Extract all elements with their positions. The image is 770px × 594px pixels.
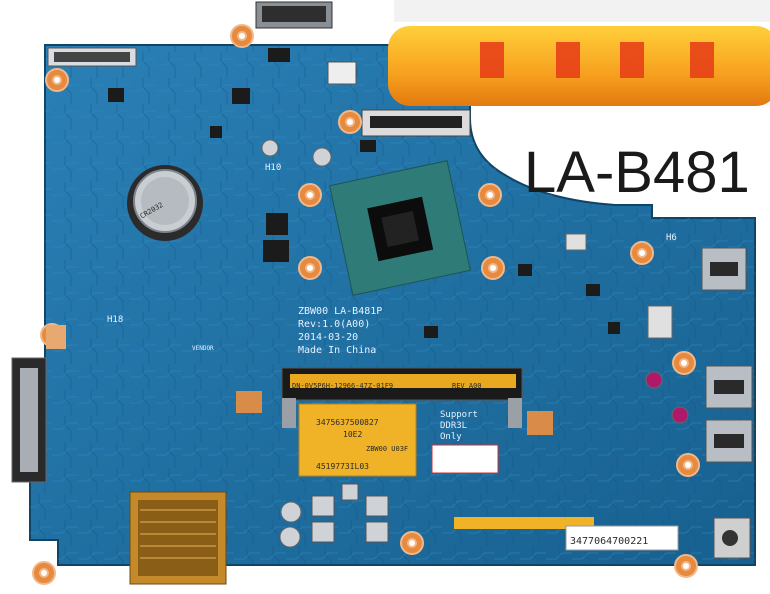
label-h18: H18 bbox=[107, 315, 123, 325]
cmos-battery bbox=[127, 165, 203, 241]
sata-connector bbox=[11, 357, 47, 483]
support-line-1: Support bbox=[440, 410, 478, 420]
board-origin: Made In China bbox=[298, 345, 376, 356]
label-h10: H10 bbox=[265, 163, 281, 173]
cpu-chip bbox=[329, 160, 471, 296]
support-line-3: Only bbox=[440, 432, 462, 442]
support-line-2: DDR3L bbox=[440, 421, 467, 431]
sticker-line-2: 10E2 bbox=[343, 430, 362, 439]
board-model-text: ZBW00 LA-B481P bbox=[298, 306, 382, 317]
barcode-number: 3477064700221 bbox=[570, 536, 648, 547]
sd-card-slot bbox=[129, 491, 227, 585]
mounting-holes bbox=[32, 24, 700, 585]
fan-connector bbox=[327, 61, 357, 85]
sticker-line-3: ZBW00 U03F bbox=[366, 445, 408, 453]
small-connector bbox=[647, 305, 673, 339]
sticker-line-4: 4519773IL03 bbox=[316, 462, 369, 471]
model-label: LA-B481 bbox=[524, 140, 750, 205]
board-date: 2014-03-20 bbox=[298, 332, 358, 343]
promo-banner bbox=[388, 0, 770, 106]
copper-pad bbox=[527, 411, 553, 435]
rev-label: REV A00 bbox=[452, 382, 482, 390]
copper-pad bbox=[46, 325, 66, 349]
ram-slot bbox=[281, 367, 523, 428]
copper-pad bbox=[236, 391, 262, 413]
vendor-label: VENDOR bbox=[192, 345, 214, 352]
sticker-line-1: 3475637500827 bbox=[316, 418, 379, 427]
small-connector bbox=[565, 233, 587, 251]
ic-chips bbox=[108, 48, 620, 338]
label-h6: H6 bbox=[666, 233, 677, 243]
sticker-label bbox=[298, 403, 417, 477]
board-revision: Rev:1.0(A00) bbox=[298, 319, 370, 330]
dn-label: DN-0V5P6H-12966-47Z-01F9 bbox=[292, 382, 393, 390]
capacitors bbox=[261, 139, 689, 548]
usb-ports bbox=[701, 247, 753, 463]
